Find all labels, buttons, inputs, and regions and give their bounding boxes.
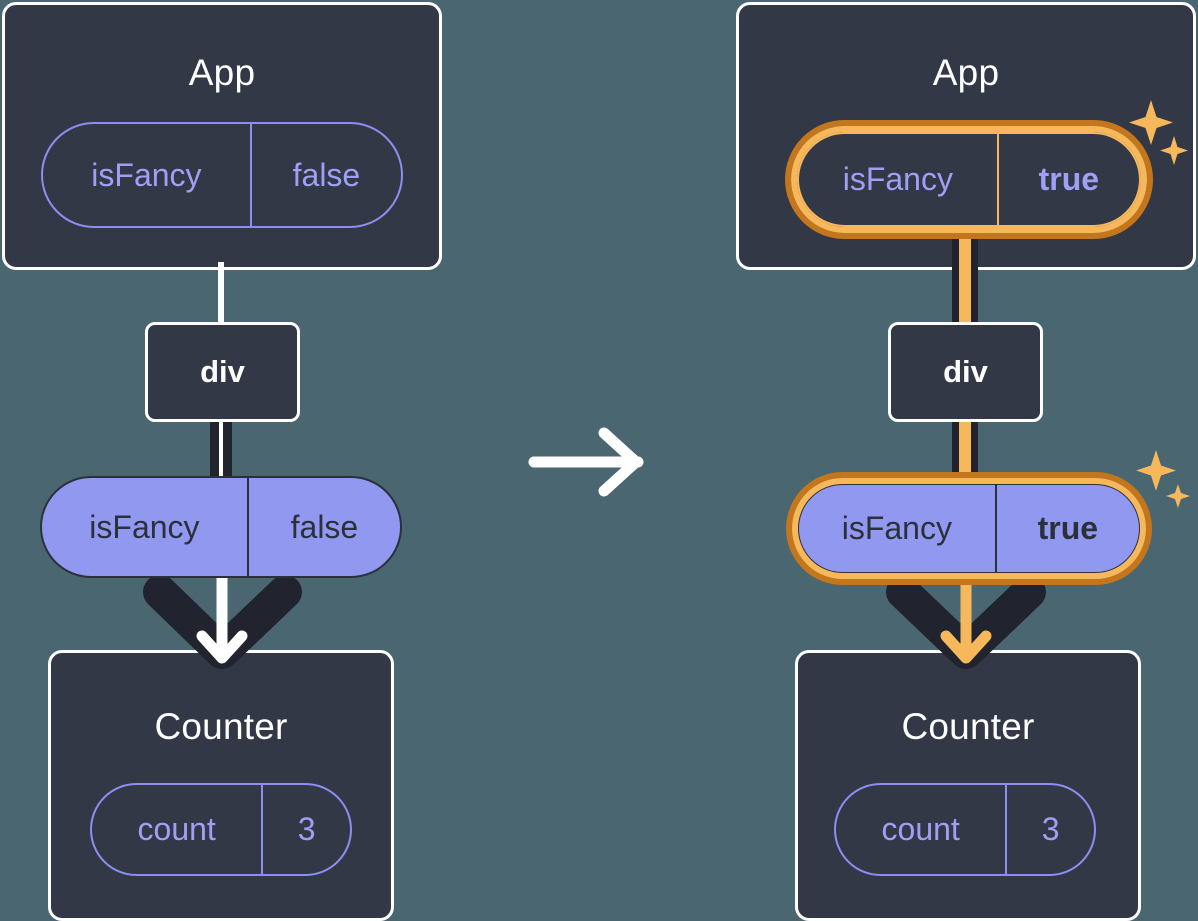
connector-div-to-prop-left-gap (219, 415, 223, 495)
prop-pill-key: isFancy (89, 508, 200, 545)
count-pill-value: 3 (1041, 811, 1060, 847)
connector-app-to-div-right-highlight (959, 236, 971, 332)
connector-app-to-div-left (218, 262, 224, 328)
count-pill-divider (1005, 785, 1008, 874)
state-pill-key: isFancy (91, 156, 202, 193)
state-pill-isfancy-app-right[interactable]: isFancy true (797, 132, 1141, 227)
state-pill-count-counter-left[interactable]: count 3 (90, 783, 352, 876)
element-box-div-right: div (888, 322, 1043, 422)
transition-arrow (528, 425, 650, 499)
state-pill-count-counter-right[interactable]: count 3 (834, 783, 1096, 876)
component-title-counter-left: Counter (154, 706, 288, 747)
sparkle-icon-prop-right (1132, 446, 1198, 524)
sparkle-icon-app-right (1124, 96, 1198, 180)
prop-pill-divider (246, 478, 249, 576)
render-arrow-left (140, 574, 305, 670)
count-pill-key: count (881, 811, 960, 847)
prop-pill-value: true (1037, 510, 1099, 546)
count-pill-key: count (137, 811, 216, 847)
component-title-counter-right: Counter (901, 706, 1035, 747)
state-pill-key: isFancy (842, 161, 953, 197)
state-pill-value: false (292, 156, 361, 193)
state-pill-divider (996, 134, 999, 225)
count-pill-divider (261, 785, 264, 874)
state-pill-divider (249, 124, 252, 226)
prop-pill-isfancy-left[interactable]: isFancy false (40, 476, 402, 578)
prop-pill-divider (994, 485, 997, 572)
component-title-app-left: App (188, 52, 256, 93)
element-label-div-right: div (943, 354, 988, 389)
render-arrow-right (882, 574, 1050, 670)
prop-pill-key: isFancy (841, 510, 952, 546)
count-pill-value: 3 (297, 811, 316, 847)
prop-pill-isfancy-right[interactable]: isFancy true (797, 483, 1141, 574)
element-label-div-left: div (200, 354, 245, 389)
component-title-app-right: App (932, 52, 1000, 93)
element-box-div-left: div (145, 322, 300, 422)
prop-pill-value: false (290, 508, 359, 545)
state-pill-value: true (1038, 161, 1100, 197)
state-pill-isfancy-app-left[interactable]: isFancy false (41, 122, 403, 228)
